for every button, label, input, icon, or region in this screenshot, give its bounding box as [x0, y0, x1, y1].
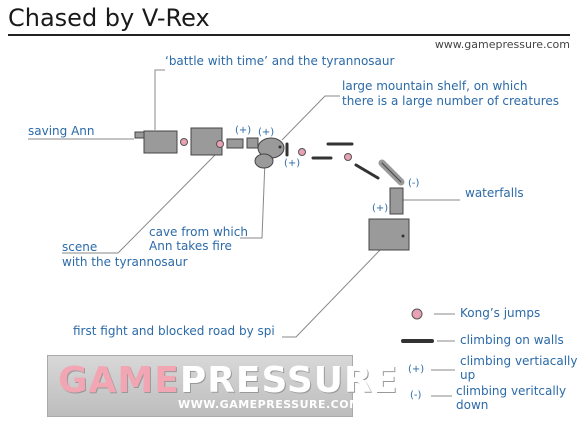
- wall-climbs: [285, 142, 405, 186]
- climb-up-sign: (+): [258, 127, 275, 138]
- jump-dot: [180, 138, 188, 146]
- logo-pressure-text: PRESSURE: [179, 360, 399, 401]
- block-small-1: [226, 138, 244, 149]
- title-divider: [8, 34, 570, 36]
- logo-game-text: GAME: [58, 360, 180, 401]
- legend-down-line1: climbing veritcally: [456, 384, 567, 398]
- climb-up-sign: (+): [284, 158, 301, 169]
- page-title: Chased by V-Rex: [8, 4, 210, 32]
- leader-cave: [240, 159, 266, 239]
- legend-walls-label: climbing on walls: [460, 333, 564, 347]
- label-waterfalls: waterfalls: [465, 186, 524, 200]
- climb-up-sign: (+): [235, 125, 252, 136]
- legend-up-line2: up: [460, 368, 476, 382]
- label-battle: ‘battle with time’ and the tyrannosaur: [165, 54, 395, 68]
- label-shelf-line1: large mountain shelf, on which: [342, 79, 528, 93]
- label-saving-ann: saving Ann: [28, 124, 95, 138]
- climb-down-sign: (-): [408, 178, 420, 189]
- leader-first-fight: [282, 247, 383, 338]
- jump-dot: [216, 140, 224, 148]
- label-first-fight: first fight and blocked road by spi: [73, 324, 275, 338]
- block-waterfalls: [389, 187, 404, 215]
- legend-jumps-label: Kong’s jumps: [460, 306, 541, 320]
- legend-up-line1: climbing vertiacally: [460, 354, 578, 368]
- label-scene-line2: with the tyrannosaur: [62, 255, 188, 269]
- label-scene-line1: scene: [62, 240, 98, 254]
- wall-climb-slope-edge: [381, 162, 402, 183]
- gamepressure-logo: GAMEPRESSURE WWW.GAMEPRESSURE.COM: [47, 355, 397, 417]
- logo-main-text: GAMEPRESSURE: [58, 360, 398, 401]
- wall-climb: [354, 163, 380, 180]
- leader-lines: [28, 69, 460, 338]
- label-shelf-line2: there is a large number of creatures: [342, 94, 560, 108]
- leader-scene: [62, 151, 219, 254]
- legend-leaders: [431, 313, 455, 397]
- logo-sub-text: WWW.GAMEPRESSURE.COM: [178, 398, 361, 411]
- block-saving-ann: [143, 130, 178, 154]
- climb-up-sign: (+): [372, 203, 389, 214]
- block-markers: [278, 145, 405, 238]
- legend-down-line2: down: [456, 398, 489, 412]
- block-marker: [401, 234, 405, 238]
- leader-battle: [154, 69, 165, 130]
- label-cave-line1: cave from which: [149, 225, 248, 239]
- block-marker: [278, 145, 282, 149]
- site-url: www.gamepressure.com: [434, 38, 570, 51]
- block-small-2: [246, 137, 259, 149]
- jump-dot: [298, 148, 306, 156]
- label-cave-line2: Ann takes fire: [149, 239, 232, 253]
- block-cave-lower: [254, 153, 274, 169]
- legend-up-symbol: (+): [408, 364, 425, 375]
- jump-dot: [344, 153, 352, 161]
- leader-shelf: [281, 95, 340, 141]
- jump-dots: [180, 138, 352, 161]
- block-first-fight: [368, 218, 410, 251]
- legend-jump-icon: [411, 308, 423, 320]
- legend-down-symbol: (-): [410, 390, 422, 401]
- map-blocks: [134, 127, 410, 251]
